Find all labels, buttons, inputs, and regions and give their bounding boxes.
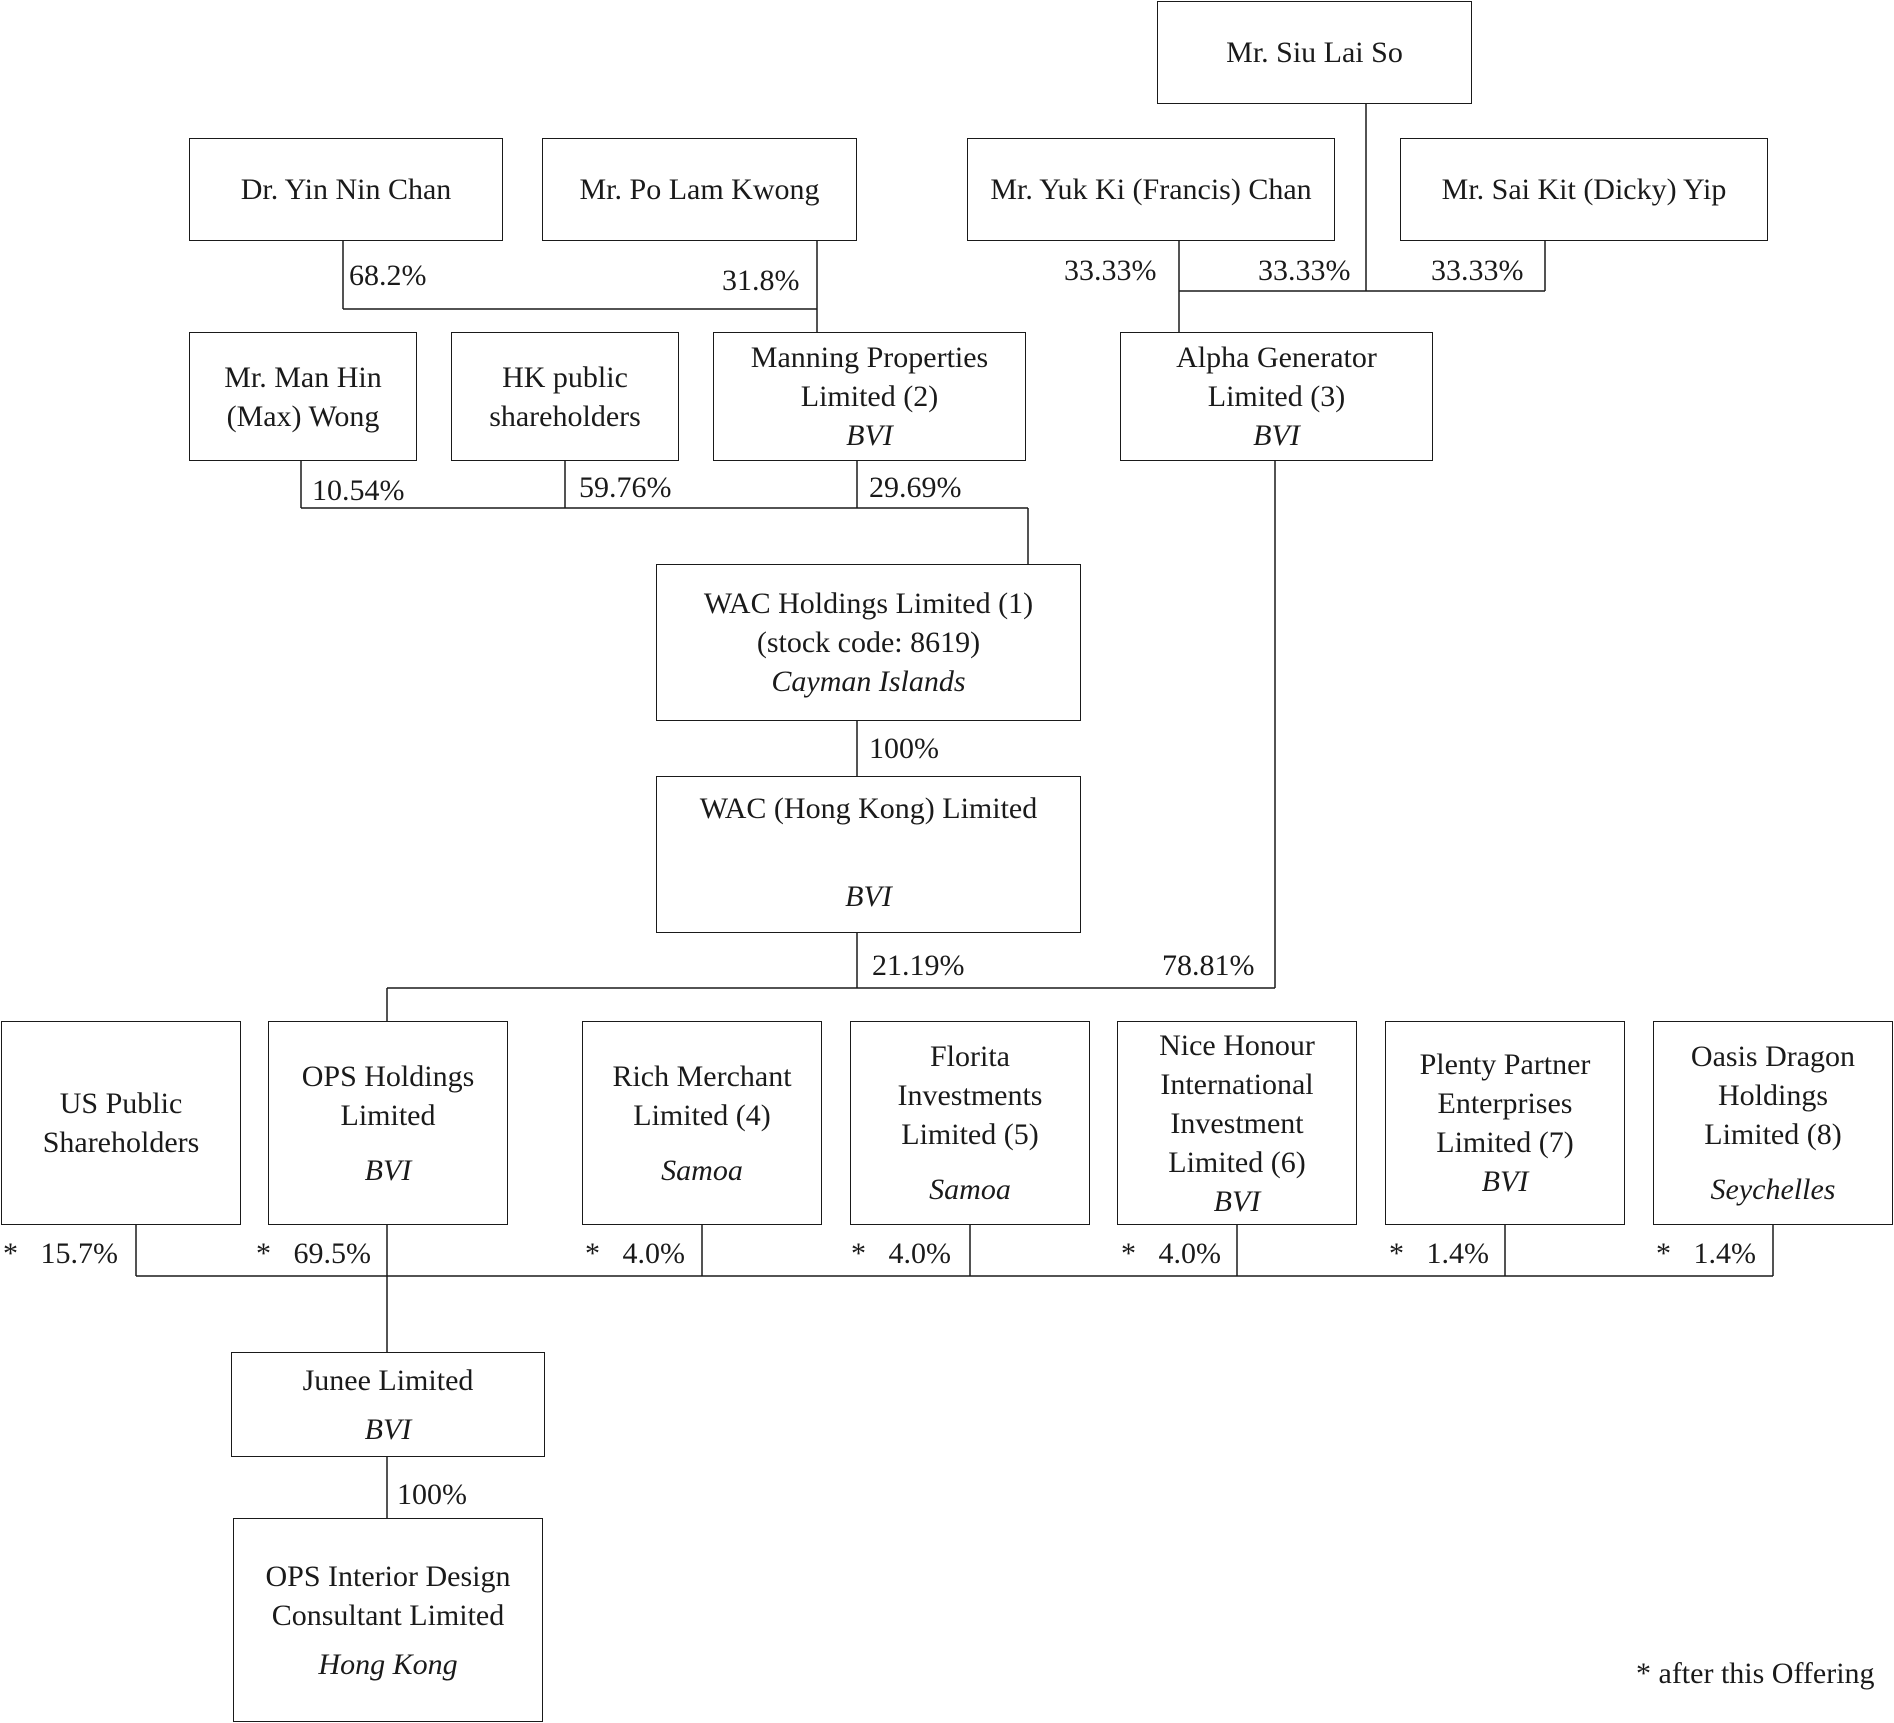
entity-name-line: US Public	[59, 1087, 183, 1120]
entity-box-junee: Junee Limited BVI	[231, 1352, 545, 1457]
entity-box-francis-chan: Mr. Yuk Ki (Francis) Chan	[967, 138, 1335, 241]
entity-jurisdiction: Hong Kong	[318, 1647, 458, 1681]
ownership-pct-label: 33.33%	[1431, 254, 1524, 287]
ownership-pct-label: 78.81%	[1162, 949, 1255, 982]
entity-box-manning: Manning Properties Limited (2) BVI	[713, 332, 1026, 461]
ownership-pct-label: * 69.5%	[256, 1237, 371, 1270]
entity-name-line: Manning Properties	[750, 341, 989, 374]
entity-box-oasis-dragon: Oasis Dragon Holdings Limited (8) Seyche…	[1653, 1021, 1893, 1225]
entity-box-wac-hk: WAC (Hong Kong) Limited BVI	[656, 776, 1081, 933]
entity-name-line: Shareholders	[42, 1126, 200, 1159]
ownership-pct-label: 100%	[869, 732, 939, 765]
ownership-pct-label: * 4.0%	[585, 1237, 685, 1270]
entity-name-line: Florita	[930, 1040, 1010, 1073]
entity-jurisdiction: BVI	[845, 880, 892, 913]
entity-box-rich-merchant: Rich Merchant Limited (4) Samoa	[582, 1021, 822, 1225]
entity-box-plenty-partner: Plenty Partner Enterprises Limited (7) B…	[1385, 1021, 1625, 1225]
entity-name: Dr. Yin Nin Chan	[240, 173, 452, 206]
entity-jurisdiction: BVI	[1481, 1165, 1529, 1198]
entity-name-line: Investment	[1170, 1106, 1304, 1140]
ownership-pct-label: * 15.7%	[3, 1237, 118, 1270]
entity-jurisdiction: BVI	[364, 1153, 412, 1187]
entity-box-po-lam-kwong: Mr. Po Lam Kwong	[542, 138, 857, 241]
entity-name-line: (stock code: 8619)	[756, 626, 981, 659]
entity-name-line: Limited (6)	[1168, 1145, 1306, 1179]
entity-jurisdiction: BVI	[364, 1412, 412, 1446]
footnote: * after this Offering	[1636, 1657, 1875, 1690]
entity-box-ops-interior: OPS Interior Design Consultant Limited H…	[233, 1518, 543, 1722]
entity-box-wac-holdings: WAC Holdings Limited (1) (stock code: 86…	[656, 564, 1081, 721]
entity-name-line: HK public	[502, 360, 628, 394]
ownership-pct-label: 100%	[397, 1478, 467, 1511]
entity-jurisdiction: Samoa	[661, 1153, 743, 1187]
entity-box-yin-nin-chan: Dr. Yin Nin Chan	[189, 138, 503, 241]
entity-box-hk-public: HK public shareholders	[451, 332, 679, 461]
entity-box-nice-honour: Nice Honour International Investment Lim…	[1117, 1021, 1357, 1225]
entity-name-line: Limited (7)	[1436, 1126, 1574, 1159]
ownership-pct-label: 21.19%	[872, 949, 965, 982]
entity-name-line: Junee Limited	[302, 1363, 474, 1397]
entity-name: Mr. Sai Kit (Dicky) Yip	[1441, 173, 1727, 206]
ownership-pct-label: * 4.0%	[851, 1237, 951, 1270]
entity-name-line: Holdings	[1717, 1079, 1828, 1112]
entity-name-line: Limited (3)	[1207, 380, 1346, 413]
entity-name: Mr. Siu Lai So	[1226, 36, 1403, 69]
entity-name-line: Alpha Generator	[1176, 341, 1377, 374]
entity-box-siu-lai-so: Mr. Siu Lai So	[1157, 1, 1472, 104]
entity-name-line: Limited (4)	[633, 1098, 771, 1132]
entity-jurisdiction: Samoa	[929, 1173, 1011, 1206]
entity-name: Mr. Po Lam Kwong	[579, 173, 820, 206]
entity-name-line: WAC (Hong Kong) Limited	[699, 792, 1038, 825]
entity-box-ops-holdings: OPS Holdings Limited BVI	[268, 1021, 508, 1225]
ownership-pct-label: 31.8%	[722, 264, 800, 297]
entity-name-line: Limited (5)	[901, 1118, 1039, 1151]
entity-name-line: Enterprises	[1437, 1087, 1573, 1120]
entity-name-line: Plenty Partner	[1419, 1048, 1591, 1081]
entity-name-line: Limited	[340, 1098, 436, 1132]
entity-box-dicky-yip: Mr. Sai Kit (Dicky) Yip	[1400, 138, 1768, 241]
entity-name-line: Mr. Man Hin	[224, 360, 382, 394]
ownership-pct-label: 33.33%	[1258, 254, 1351, 287]
entity-box-us-public: US Public Shareholders	[1, 1021, 241, 1225]
entity-jurisdiction: BVI	[1213, 1184, 1261, 1218]
entity-jurisdiction: Seychelles	[1710, 1173, 1836, 1206]
entity-box-max-wong: Mr. Man Hin (Max) Wong	[189, 332, 417, 461]
entity-jurisdiction: Cayman Islands	[771, 665, 966, 698]
entity-name-line: (Max) Wong	[226, 399, 380, 433]
ownership-pct-label: * 4.0%	[1121, 1237, 1221, 1270]
entity-name-line: Nice Honour	[1159, 1028, 1315, 1062]
entity-name-line: Oasis Dragon	[1690, 1040, 1856, 1073]
entity-name-line: International	[1160, 1067, 1314, 1101]
entity-name-line: WAC Holdings Limited (1)	[703, 587, 1034, 620]
entity-jurisdiction: BVI	[1253, 419, 1300, 452]
entity-name-line: OPS Holdings	[301, 1059, 475, 1093]
ownership-pct-label: * 1.4%	[1656, 1237, 1756, 1270]
ownership-pct-label: * 1.4%	[1389, 1237, 1489, 1270]
ownership-pct-label: 10.54%	[312, 474, 405, 507]
entity-name-line: OPS Interior Design	[265, 1559, 511, 1593]
entity-name-line: Consultant Limited	[271, 1598, 505, 1632]
entity-name-line: Investments	[897, 1079, 1043, 1112]
ownership-pct-label: 68.2%	[349, 259, 427, 292]
entity-name: Mr. Yuk Ki (Francis) Chan	[990, 173, 1312, 206]
entity-box-florita: Florita Investments Limited (5) Samoa	[850, 1021, 1090, 1225]
entity-jurisdiction: BVI	[846, 419, 893, 452]
entity-name-line: Limited (2)	[800, 380, 939, 413]
ownership-pct-label: 33.33%	[1064, 254, 1157, 287]
entity-name-line: Limited (8)	[1704, 1118, 1842, 1151]
entity-name-line: Rich Merchant	[612, 1059, 792, 1093]
ownership-pct-label: 29.69%	[869, 471, 962, 504]
entity-box-alpha: Alpha Generator Limited (3) BVI	[1120, 332, 1433, 461]
entity-name-line: shareholders	[489, 399, 641, 433]
ownership-pct-label: 59.76%	[579, 471, 672, 504]
